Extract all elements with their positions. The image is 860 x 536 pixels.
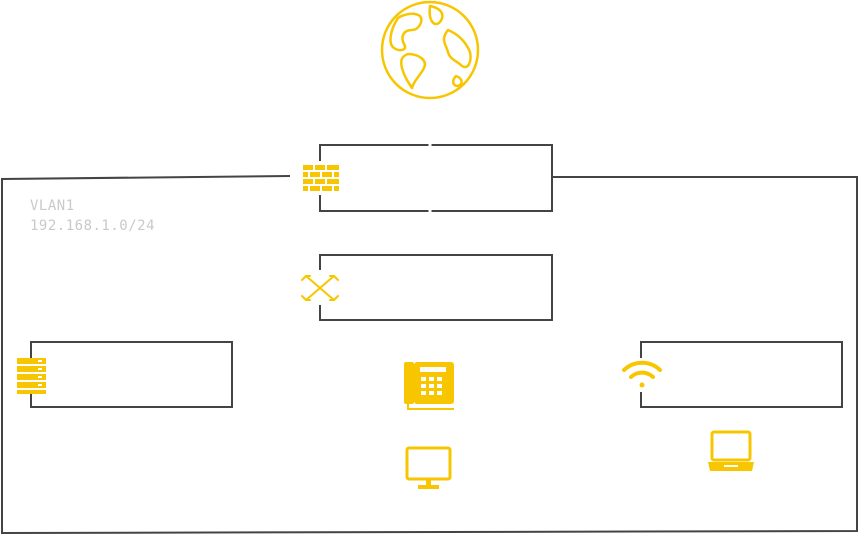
server-box xyxy=(30,341,233,408)
globe-icon xyxy=(380,0,480,100)
firewall-box xyxy=(319,144,553,212)
wifi-access-point-icon xyxy=(622,360,662,388)
server-node[interactable] xyxy=(17,341,233,408)
firewall-node[interactable] xyxy=(303,143,553,213)
server-icon xyxy=(17,358,46,394)
ip-phone-icon[interactable] xyxy=(404,362,454,410)
access-point-box xyxy=(640,341,843,408)
access-point-node[interactable] xyxy=(622,341,843,408)
switch-icon xyxy=(301,275,339,301)
laptop-icon[interactable] xyxy=(708,430,754,471)
vlan-name-label: VLAN1 xyxy=(30,198,75,214)
desktop-icon[interactable] xyxy=(405,446,452,489)
vlan-subnet-label: 192.168.1.0/24 xyxy=(30,218,156,234)
switch-box xyxy=(319,254,553,321)
vlan-boundary xyxy=(1,175,858,535)
firewall-icon xyxy=(303,165,339,191)
switch-node[interactable] xyxy=(301,254,553,321)
